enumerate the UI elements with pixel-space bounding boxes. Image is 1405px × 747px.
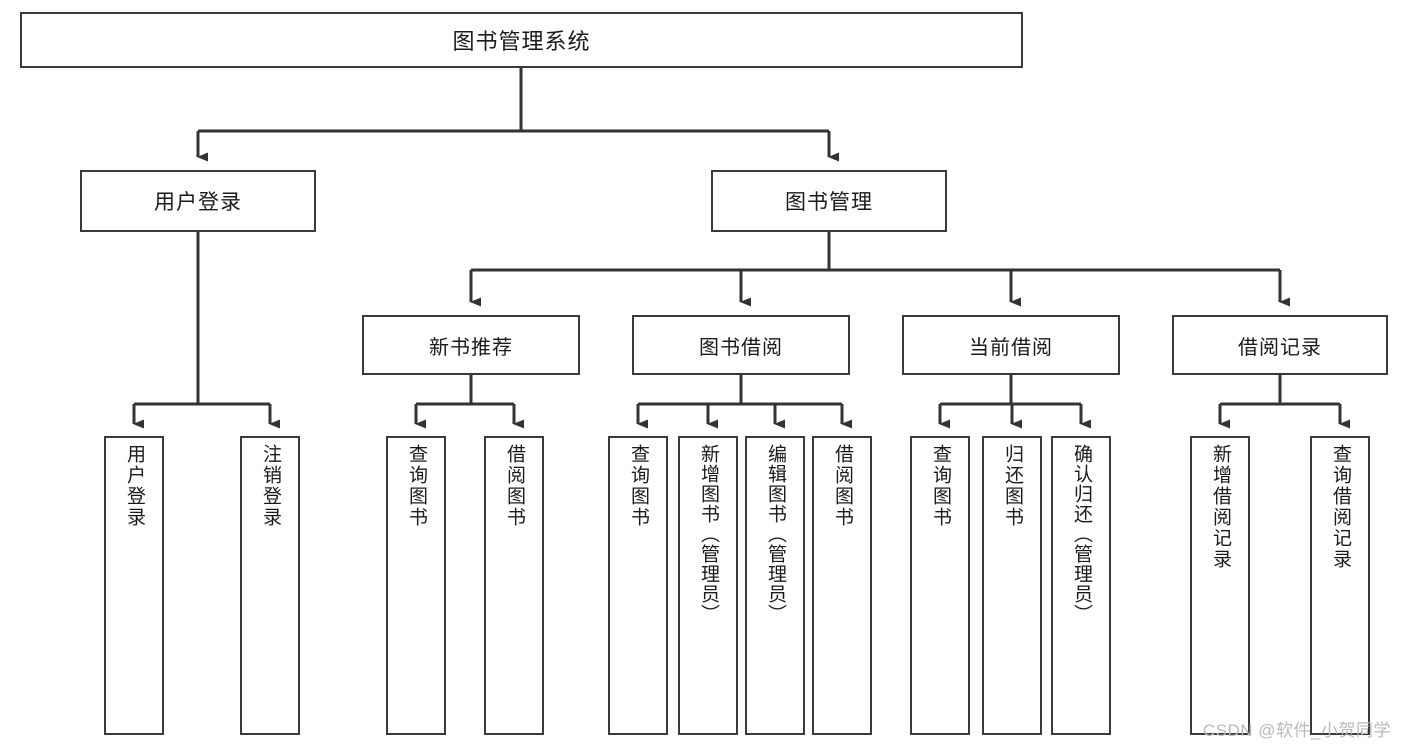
leaf-query-book-current-label: 查询图书 [929, 444, 951, 528]
node-book-management-label: 图书管理 [785, 191, 873, 214]
leaf-add-book-admin[interactable]: 新增图书（管理员） [678, 436, 738, 735]
node-root[interactable]: 图书管理系统 [20, 12, 1023, 68]
leaf-query-book-borrow[interactable]: 查询图书 [608, 436, 668, 735]
leaf-query-book-current[interactable]: 查询图书 [910, 436, 970, 735]
leaf-borrow-book-label: 借阅图书 [831, 444, 853, 528]
leaf-logout-label: 注销登录 [259, 444, 281, 528]
leaf-add-borrow-record-label: 新增借阅记录 [1209, 444, 1231, 570]
leaf-user-login[interactable]: 用户登录 [104, 436, 164, 735]
node-borrow-record[interactable]: 借阅记录 [1172, 315, 1388, 375]
leaf-add-book-admin-label: 新增图书（管理员） [697, 444, 719, 624]
leaf-confirm-return-admin[interactable]: 确认归还（管理员） [1051, 436, 1111, 735]
node-book-borrow[interactable]: 图书借阅 [632, 315, 850, 375]
leaf-confirm-return-admin-label: 确认归还（管理员） [1070, 444, 1092, 624]
leaf-add-borrow-record[interactable]: 新增借阅记录 [1190, 436, 1250, 735]
node-user-login-label: 用户登录 [154, 191, 242, 214]
leaf-return-book-label: 归还图书 [1001, 444, 1023, 528]
leaf-logout[interactable]: 注销登录 [240, 436, 300, 735]
leaf-query-book-new-label: 查询图书 [405, 444, 427, 528]
node-new-book-recommend-label: 新书推荐 [429, 336, 513, 359]
leaf-user-login-label: 用户登录 [123, 444, 145, 528]
leaf-borrow-book[interactable]: 借阅图书 [812, 436, 872, 735]
node-current-borrow-label: 当前借阅 [969, 336, 1053, 359]
node-new-book-recommend[interactable]: 新书推荐 [362, 315, 580, 375]
node-root-label: 图书管理系统 [452, 29, 591, 54]
node-book-management[interactable]: 图书管理 [711, 170, 947, 232]
leaf-borrow-book-new[interactable]: 借阅图书 [484, 436, 544, 735]
node-book-borrow-label: 图书借阅 [699, 336, 783, 359]
node-borrow-record-label: 借阅记录 [1238, 336, 1322, 359]
leaf-query-borrow-record-label: 查询借阅记录 [1329, 444, 1351, 570]
leaf-edit-book-admin-label: 编辑图书（管理员） [764, 444, 786, 624]
leaf-return-book[interactable]: 归还图书 [982, 436, 1042, 735]
node-user-login[interactable]: 用户登录 [80, 170, 316, 232]
node-current-borrow[interactable]: 当前借阅 [902, 315, 1120, 375]
leaf-borrow-book-new-label: 借阅图书 [503, 444, 525, 528]
leaf-query-book-borrow-label: 查询图书 [627, 444, 649, 528]
leaf-edit-book-admin[interactable]: 编辑图书（管理员） [745, 436, 805, 735]
leaf-query-book-new[interactable]: 查询图书 [386, 436, 446, 735]
leaf-query-borrow-record[interactable]: 查询借阅记录 [1310, 436, 1370, 735]
